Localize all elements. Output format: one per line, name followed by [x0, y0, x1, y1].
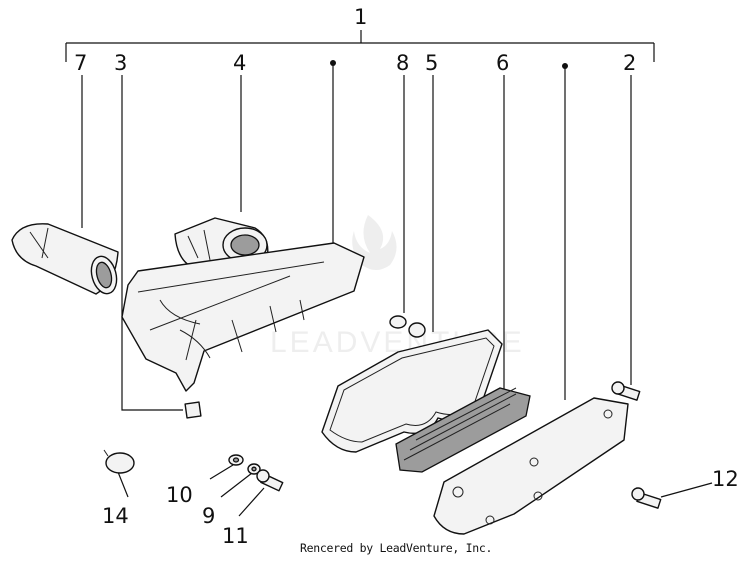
- callout-numbers: 1 7 3 4 8 5 6 2 12 14 10 9 11: [74, 5, 739, 548]
- part-12-screw: [631, 487, 662, 509]
- part-11-bolt: [256, 469, 284, 492]
- part-9-washer: [247, 463, 261, 475]
- callout-4: 4: [233, 51, 246, 75]
- render-credit: Rencered by LeadVenture, Inc.: [300, 541, 493, 555]
- part-7-intake-tube: [11, 223, 119, 295]
- callout-14: 14: [102, 504, 129, 528]
- callout-6: 6: [496, 51, 509, 75]
- callout-10: 10: [166, 483, 193, 507]
- part-8-fitting: [389, 315, 426, 338]
- callout-1: 1: [354, 5, 367, 29]
- leader-lines: [81, 64, 713, 517]
- bracket-1: [65, 30, 655, 62]
- dot-marker: [330, 60, 336, 66]
- part-14-clamp: [103, 449, 135, 474]
- part-2-filter-cover: [433, 397, 629, 535]
- part-1-airbox-housing: [121, 242, 365, 419]
- callout-9: 9: [202, 504, 215, 528]
- callout-12: 12: [712, 467, 739, 491]
- callout-11: 11: [222, 524, 249, 548]
- part-6-filter: [395, 387, 531, 473]
- callout-7: 7: [74, 51, 87, 75]
- callout-2: 2: [623, 51, 636, 75]
- callout-5: 5: [425, 51, 438, 75]
- dot-marker: [562, 63, 568, 69]
- callout-8: 8: [396, 51, 409, 75]
- part-2-screw: [611, 381, 641, 401]
- callout-3: 3: [114, 51, 127, 75]
- part-10-washer: [228, 454, 244, 466]
